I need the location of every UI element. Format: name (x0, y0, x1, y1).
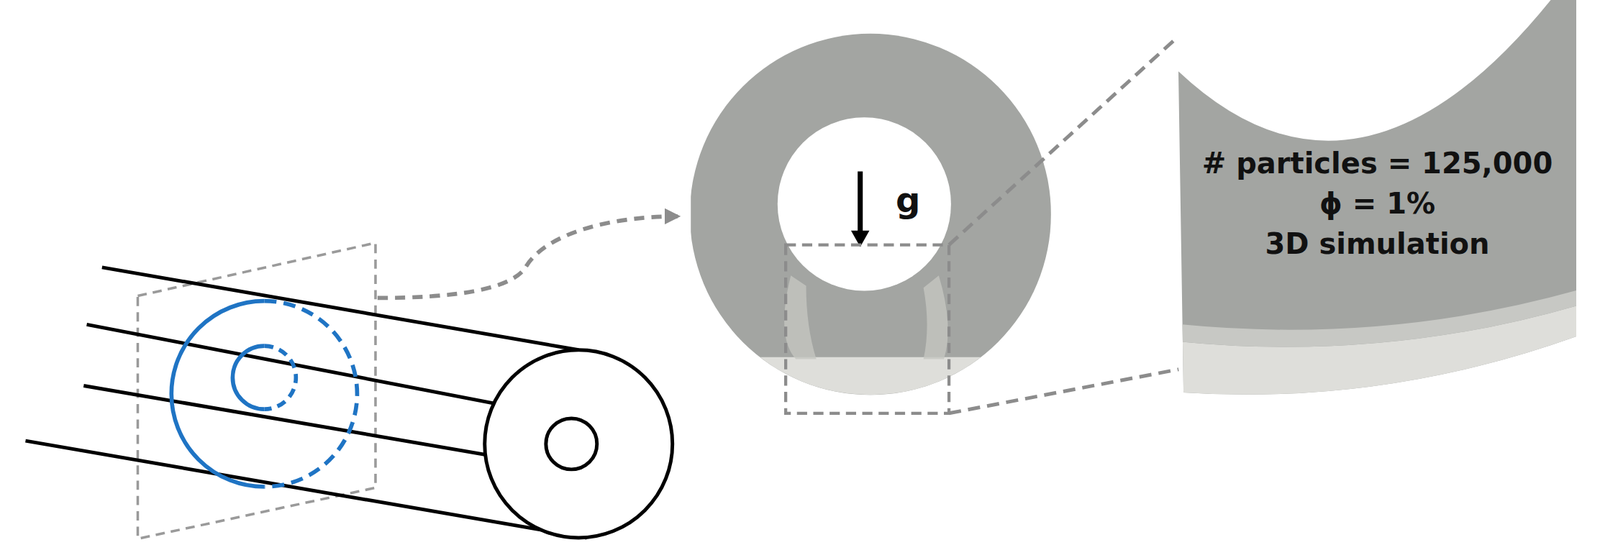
text-column: # particles = 125,000ϕ = 1%3D simulation (1178, 143, 1577, 265)
panel-text: 3D simulation (1178, 223, 1577, 265)
panel-text: ϕ = 1% (1178, 183, 1577, 224)
panel-text: # particles = 125,000 (1178, 143, 1577, 184)
leader-arrow (377, 216, 678, 299)
section-circles (171, 301, 357, 488)
annulus-section (690, 33, 1052, 419)
zoom-leader (948, 41, 1174, 246)
zoom-box (785, 245, 949, 414)
gravity-arrow (857, 171, 863, 237)
zoom-leader (948, 369, 1179, 414)
gravity-label: g (895, 179, 921, 221)
pipe-sketch (25, 267, 672, 539)
zoom-panel: # particles = 125,000ϕ = 1%3D simulation (1178, 0, 1577, 398)
